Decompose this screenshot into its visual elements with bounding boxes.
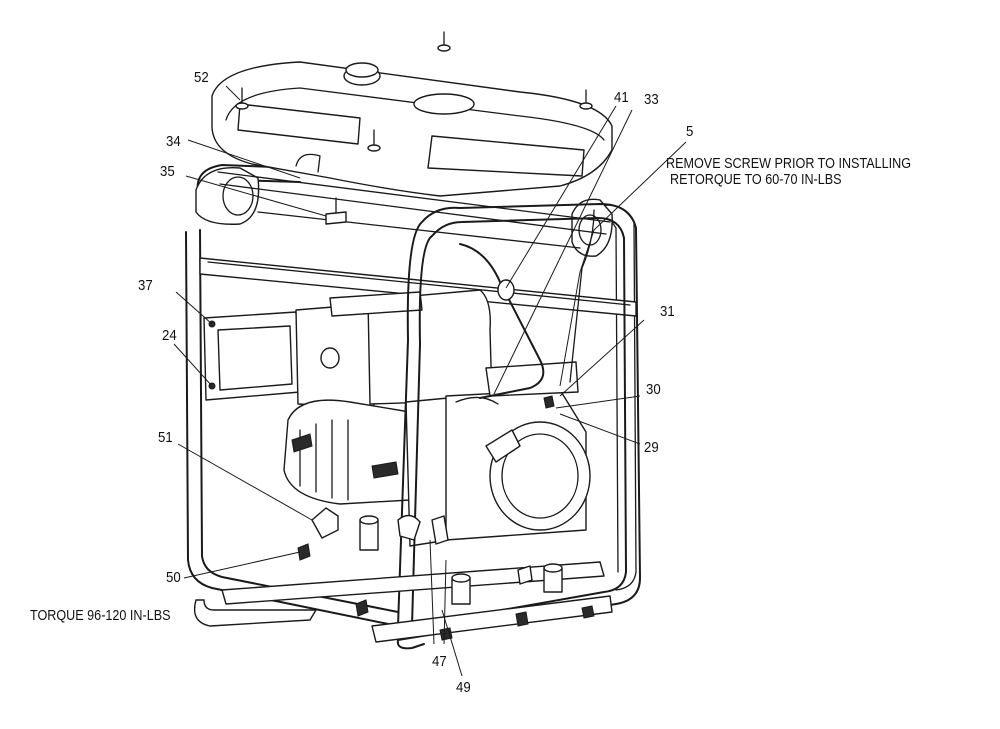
callout-52: 52	[194, 69, 209, 86]
callout-49: 49	[456, 679, 471, 696]
callout-51: 51	[158, 429, 173, 446]
callout-29: 29	[644, 439, 659, 456]
callout-31: 31	[660, 303, 675, 320]
frame-cross-members	[199, 171, 637, 317]
callout-47: 47	[432, 653, 447, 670]
alternator-housing	[203, 303, 411, 505]
loose-hardware	[208, 31, 593, 409]
callout-50: 50	[166, 569, 181, 586]
front-frame-tube	[396, 203, 641, 650]
fuel-line	[459, 209, 595, 399]
engine-block	[329, 289, 591, 547]
callout-41: 41	[614, 89, 629, 106]
callout-37: 37	[138, 277, 153, 294]
fuel-tank	[211, 61, 613, 197]
callout-30: 30	[646, 381, 661, 398]
base-rail	[193, 561, 613, 643]
note-remove-screw: REMOVE SCREW PRIOR TO INSTALLING	[666, 155, 912, 172]
vibration-mounts	[297, 507, 595, 641]
callout-24: 24	[162, 327, 177, 344]
callout-35: 35	[160, 163, 175, 180]
note-retorque: RETORQUE TO 60-70 IN-LBS	[670, 171, 842, 188]
note-torque: TORQUE 96-120 IN-LBS	[30, 607, 171, 624]
callout-5: 5	[686, 123, 694, 140]
callout-33: 33	[644, 91, 659, 108]
callout-leaders	[173, 85, 687, 677]
callout-34: 34	[166, 133, 181, 150]
